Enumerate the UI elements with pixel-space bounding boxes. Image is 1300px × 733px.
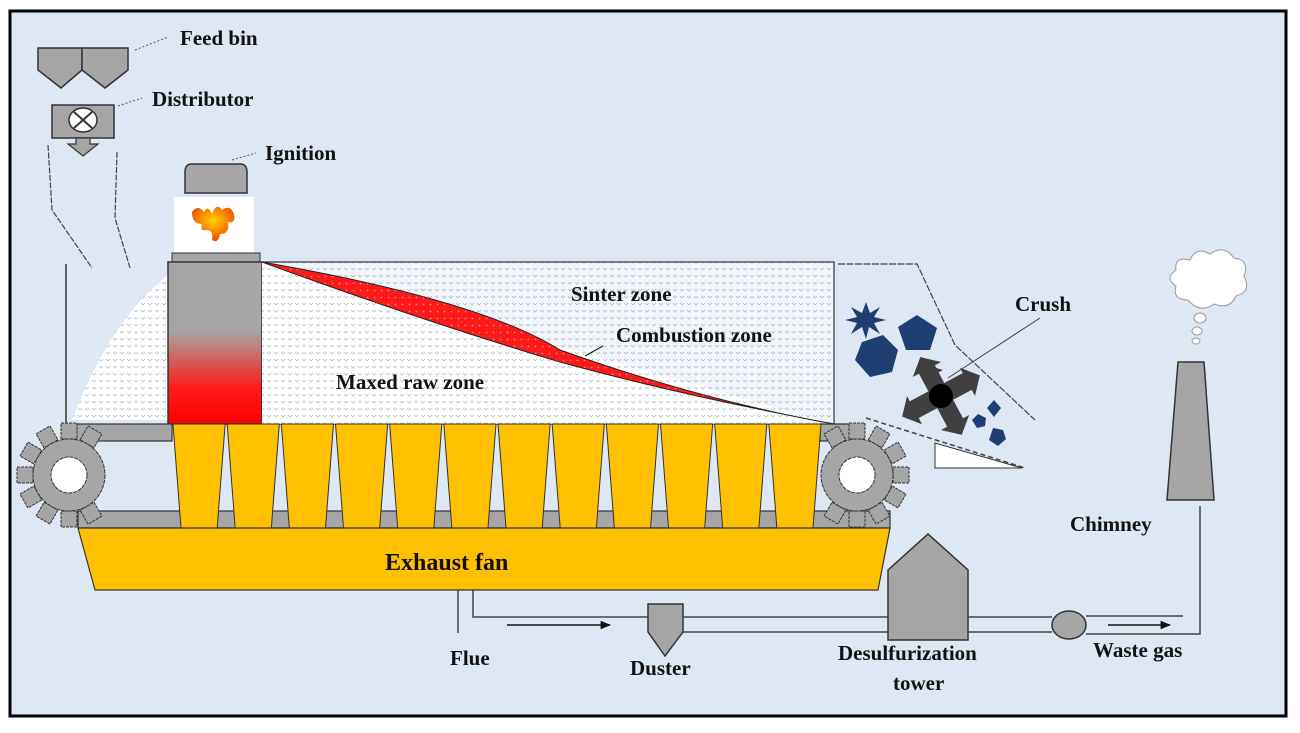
pallet	[334, 423, 389, 529]
valve-icon	[51, 104, 115, 157]
pallet	[172, 423, 226, 529]
circle-icon	[1051, 610, 1087, 640]
exhaust-fan	[77, 527, 891, 591]
distributor-leader	[117, 97, 143, 107]
ignition-leader	[231, 152, 257, 161]
desulfurization-label-line2: tower	[893, 671, 944, 695]
sprocket-tooth	[60, 510, 78, 528]
smoke-cloud-icon	[1169, 249, 1248, 345]
pallet	[389, 423, 443, 529]
feed-bin-leader	[134, 36, 169, 51]
pallet-row	[172, 423, 822, 529]
sprocket-tooth	[16, 466, 34, 484]
crush-leader	[947, 317, 1041, 379]
feed-bin-label: Feed bin	[180, 26, 258, 50]
pallet	[605, 423, 660, 529]
ignition-hood	[174, 163, 254, 253]
pallet	[280, 423, 335, 529]
combustion-zone-leader	[584, 345, 604, 357]
sprocket-hub	[838, 456, 876, 494]
flue-label: Flue	[450, 646, 490, 670]
exhaust-fan-label: Exhaust fan	[385, 550, 508, 576]
chute-line-right	[114, 151, 131, 269]
ignition-label: Ignition	[265, 141, 337, 165]
pallet	[443, 423, 497, 529]
pentagon-particle-icon	[898, 315, 937, 350]
sprocket-tooth	[892, 466, 910, 484]
chimney-label: Chimney	[1070, 512, 1152, 536]
sprocket-hub	[50, 456, 88, 494]
mixed-raw-zone-label: Maxed raw zone	[336, 370, 484, 394]
sprocket-tooth	[848, 510, 866, 528]
pallet	[768, 423, 822, 529]
desulfurization-tower	[887, 532, 969, 641]
pipe-to-chimney	[1086, 506, 1201, 635]
flue-pipe-top	[472, 590, 648, 618]
waste-gas-label: Waste gas	[1093, 638, 1182, 662]
crusher-icon	[902, 357, 980, 435]
pallet	[551, 423, 605, 529]
small-particle-icon	[987, 400, 1001, 417]
sinter-zone-label: Sinter zone	[571, 282, 672, 306]
distributor-label: Distributor	[152, 87, 254, 111]
duster	[647, 603, 684, 658]
sinter-bed	[261, 261, 835, 425]
sprocket-tooth	[848, 422, 866, 440]
burst-particle-icon	[845, 302, 886, 339]
crush-label: Crush	[1015, 292, 1071, 316]
ignition-furnace	[167, 261, 263, 425]
pallet	[497, 423, 551, 529]
chimney	[1166, 361, 1215, 501]
raw-material-mound	[72, 275, 168, 420]
sinter-particles	[845, 302, 1006, 446]
crusher-enclosure	[838, 263, 1036, 421]
pallet	[714, 423, 768, 529]
hexagon-particle-icon	[855, 335, 898, 377]
sprocket-right-icon	[820, 422, 910, 528]
hopper-icon	[37, 47, 129, 89]
flame-icon	[192, 206, 235, 242]
chute-line-left	[47, 144, 93, 269]
combustion-zone-label: Combustion zone	[616, 323, 772, 347]
small-particle-icon	[989, 428, 1006, 446]
small-particle-icon	[972, 414, 986, 428]
screen-line	[865, 417, 1026, 469]
desulfurization-label-line1: Desulfurization	[838, 641, 977, 665]
chute-ramp	[934, 442, 1023, 469]
sprocket-tooth	[60, 422, 78, 440]
duster-label: Duster	[630, 656, 691, 680]
pallet	[226, 423, 280, 529]
sprocket-left-icon	[16, 422, 106, 528]
pallet	[659, 423, 714, 529]
